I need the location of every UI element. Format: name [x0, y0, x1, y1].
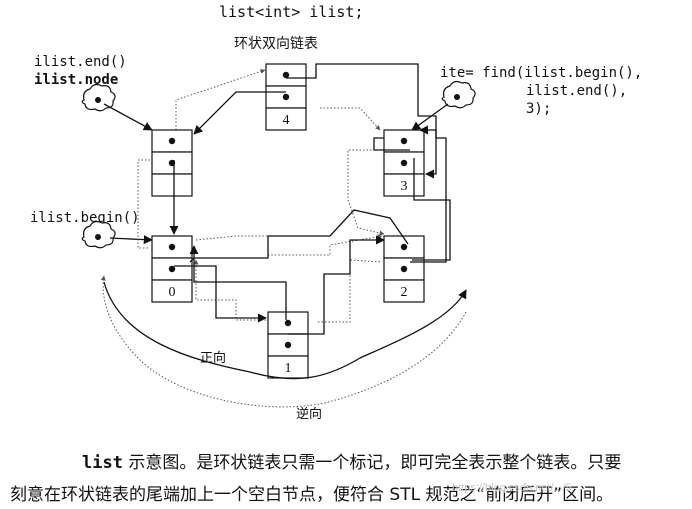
list-node: 0 — [151, 235, 193, 303]
node-value: 1 — [285, 361, 292, 376]
list-nodes: 4 3 0 2 1 — [151, 63, 425, 379]
next-pointer-links — [169, 63, 451, 335]
pointer-dot — [282, 93, 290, 101]
pointer-dot — [168, 243, 176, 251]
list-node — [151, 129, 193, 197]
code-find-line3: 3); — [526, 101, 551, 117]
caption-line-1: list 示意图。是环状链表只需一个标记，即可完全表示整个链表。只要 — [10, 448, 686, 473]
node-iterator-cloud-icon — [81, 83, 116, 112]
pointer-dot — [282, 71, 290, 79]
caption-line-2: 刻意在环状链表的尾端加上一个空白节点，便符合 STL 规范之“前闭后开”区间。 — [10, 480, 686, 505]
pointer-dot — [168, 137, 176, 145]
list-node: 1 — [267, 311, 309, 379]
pointer-dot — [168, 265, 176, 273]
diagram-subtitle: 环状双向链表 — [234, 36, 318, 52]
code-title: list<int> ilist; — [219, 3, 364, 21]
code-find-line2: ilist.end(), — [526, 83, 627, 99]
label-end: ilist.end() — [34, 54, 127, 70]
node-data-cell — [265, 107, 307, 131]
node-data-cell — [151, 279, 193, 303]
pointer-dot — [400, 159, 408, 167]
list-node: 3 — [383, 129, 425, 197]
node-value: 2 — [401, 285, 408, 300]
watermark: https://blog.csdn.net/.../5 — [452, 482, 572, 494]
end-iterator-arrow — [103, 103, 153, 131]
list-node: 4 — [265, 63, 307, 131]
caption-text-2: 刻意在环状链表的尾端加上一个空白节点，便符合 STL 规范之“前闭后开”区间。 — [10, 485, 614, 505]
caption-code: list — [82, 453, 123, 473]
reverse-direction-curve — [100, 275, 467, 408]
pointer-dot — [284, 319, 292, 327]
reverse-label: 逆向 — [296, 406, 322, 422]
label-begin: ilist.begin() — [30, 210, 140, 226]
begin-iterator-arrow — [109, 235, 153, 245]
begin-iterator-cloud-icon — [81, 220, 116, 249]
node-value: 3 — [401, 179, 408, 194]
forward-label: 正向 — [200, 350, 226, 366]
ite-iterator-cloud-icon — [441, 80, 476, 109]
pointer-dot — [284, 341, 292, 349]
ite-iterator-arrow — [411, 103, 449, 131]
node-data-cell — [383, 279, 425, 303]
list-node: 2 — [383, 235, 425, 303]
caption-text-1: 示意图。是环状链表只需一个标记，即可完全表示整个链表。只要 — [122, 453, 622, 473]
node-value: 0 — [169, 285, 176, 300]
pointer-dot — [400, 265, 408, 273]
pointer-dot — [400, 243, 408, 251]
forward-direction-curve — [103, 281, 467, 380]
pointer-dot — [400, 137, 408, 145]
code-find-line1: ite= find(ilist.begin(), — [440, 65, 642, 81]
node-data-cell — [151, 173, 193, 197]
node-value: 4 — [283, 113, 290, 128]
